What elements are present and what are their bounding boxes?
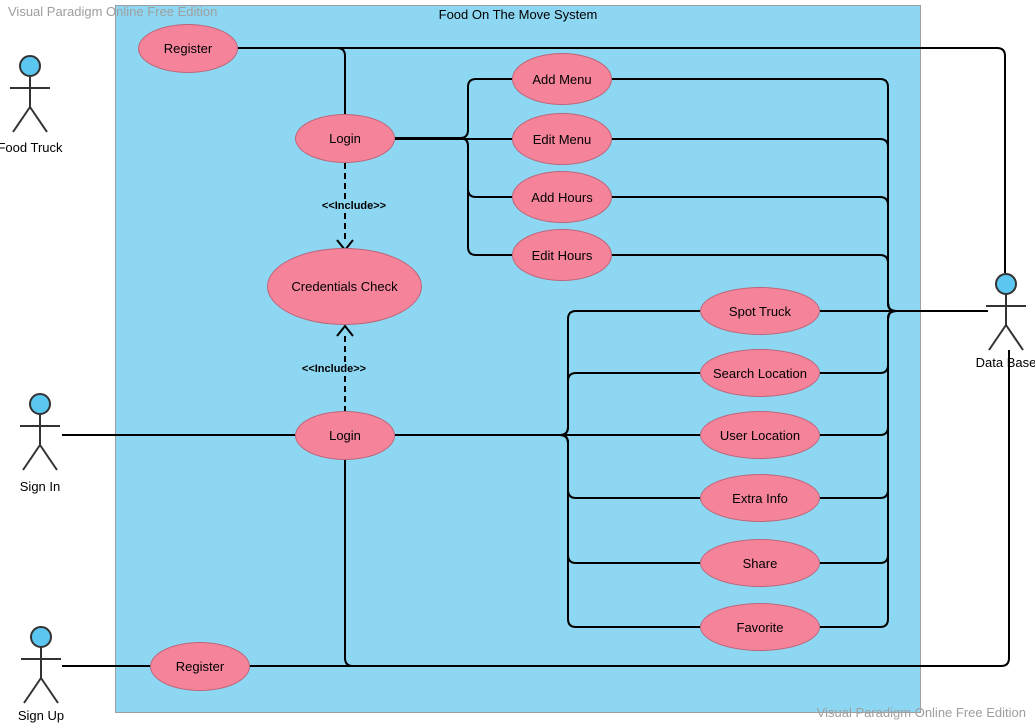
stick-figure-icon (10, 55, 50, 133)
include-arrowhead-up (336, 324, 354, 337)
system-title: Food On The Move System (438, 7, 598, 22)
usecase-label: Login (329, 131, 361, 146)
usecase-search-location[interactable]: Search Location (700, 349, 820, 397)
usecase-add-hours[interactable]: Add Hours (512, 171, 612, 223)
association-register-top-login-top (238, 47, 346, 114)
include-stereotype-top: <<Include>> (319, 200, 389, 212)
usecase-user-location[interactable]: User Location (700, 411, 820, 459)
usecase-edit-hours[interactable]: Edit Hours (512, 229, 612, 281)
usecase-label: Add Menu (532, 71, 592, 87)
usecase-label: Register (175, 659, 225, 674)
stick-figure-icon (21, 626, 61, 704)
actor-sign-in[interactable] (10, 393, 70, 478)
actor-food-truck-label: Food Truck (0, 140, 63, 155)
usecase-share[interactable]: Share (700, 539, 820, 587)
usecase-login-bottom[interactable]: Login (295, 411, 395, 460)
usecase-register-bottom[interactable]: Register (150, 642, 250, 691)
usecase-label: Search Location (713, 365, 807, 381)
association-login-bottom-database (344, 459, 354, 667)
usecase-register-top[interactable]: Register (138, 24, 238, 73)
usecase-label: User Location (719, 427, 801, 443)
usecase-extra-info[interactable]: Extra Info (700, 474, 820, 522)
watermark-top: Visual Paradigm Online Free Edition (8, 4, 218, 19)
usecase-credentials-check[interactable]: Credentials Check (267, 248, 422, 325)
association-login-top-add-menu (395, 78, 512, 139)
association-add-menu-database (612, 78, 988, 312)
actor-data-base-label: Data Base (975, 355, 1035, 370)
association-extra-info-database (820, 310, 988, 499)
usecase-label: Spot Truck (728, 303, 792, 319)
include-stereotype-bottom: <<Include>> (299, 363, 369, 375)
stick-figure-icon (20, 393, 60, 471)
actor-sign-up-label: Sign Up (17, 708, 65, 723)
usecase-label: Share (742, 555, 778, 571)
usecase-label: Credentials Check (291, 279, 398, 294)
association-login-bottom-favorite (395, 434, 700, 628)
association-login-top-edit-hours (395, 137, 512, 256)
usecase-spot-truck[interactable]: Spot Truck (700, 287, 820, 335)
association-edit-menu-database (612, 138, 988, 312)
association-login-top-add-hours (395, 137, 512, 198)
watermark-bottom: Visual Paradigm Online Free Edition (816, 705, 1026, 720)
usecase-label: Register (163, 41, 213, 56)
actor-food-truck[interactable] (0, 55, 60, 140)
association-login-bottom-search-location (395, 372, 700, 436)
association-share-database (820, 310, 988, 564)
usecase-favorite[interactable]: Favorite (700, 603, 820, 651)
usecase-label: Login (329, 428, 361, 443)
association-register-bottom-database (250, 350, 1010, 667)
stick-figure-icon (986, 273, 1026, 351)
usecase-label: Edit Menu (532, 131, 592, 147)
actor-data-base[interactable] (976, 273, 1035, 358)
association-favorite-database (820, 310, 988, 628)
usecase-label: Edit Hours (531, 247, 593, 263)
usecase-edit-menu[interactable]: Edit Menu (512, 113, 612, 165)
usecase-login-top[interactable]: Login (295, 114, 395, 163)
usecase-label: Extra Info (732, 490, 788, 506)
usecase-add-menu[interactable]: Add Menu (512, 53, 612, 105)
usecase-label: Add Hours (531, 189, 593, 205)
usecase-label: Favorite (736, 619, 784, 635)
actor-sign-up[interactable] (11, 626, 71, 711)
actor-sign-in-label: Sign In (19, 479, 61, 494)
association-login-bottom-extra-info (395, 434, 700, 499)
association-search-location-database (820, 310, 988, 374)
association-register-top-database (238, 47, 1006, 273)
